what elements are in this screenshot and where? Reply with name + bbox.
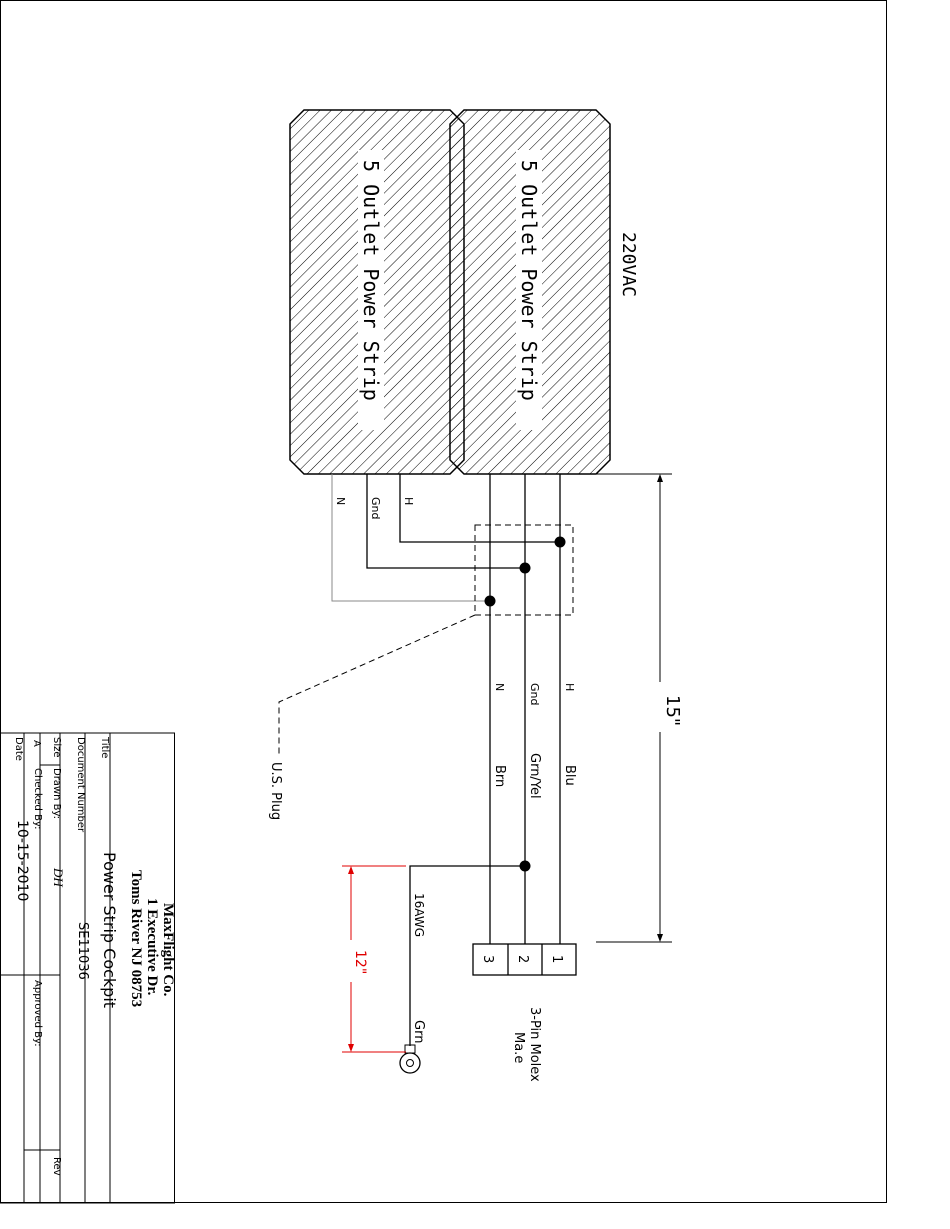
molex-pin-1: 1 (549, 955, 564, 963)
cord-color-brn: Brn (492, 765, 507, 787)
ring-terminal-hole (407, 1060, 414, 1067)
doc-number-label: Document Number (75, 737, 86, 833)
approved-by-label: Approved By: (32, 980, 43, 1047)
strip-upper-label: 5 Outlet Power Strip (517, 160, 541, 401)
doc-number-value: SE11036 (75, 922, 90, 980)
junction-h (555, 537, 566, 548)
ring-terminal-icon (400, 1053, 420, 1073)
rev-label: Rev (51, 1157, 62, 1176)
wire-lower-gnd (367, 474, 525, 568)
ground-gauge-label: 16AWG (412, 893, 426, 937)
company-address-1: 1 Executive Dr. (144, 898, 160, 996)
cord-wire-gnd: Gnd (528, 683, 541, 705)
title-value: Power Strip Cockpit (100, 852, 119, 1008)
wire-lower-h (400, 474, 560, 542)
molex-label-line2: Ma.e (511, 1032, 526, 1063)
drawn-by-label: Drawn By: (51, 768, 62, 819)
wire-lower-n (332, 474, 490, 601)
date-value: 10-15-2010 (14, 820, 30, 901)
checked-by-label: Checked By: (32, 768, 43, 830)
lower-wire-h: H (402, 497, 415, 505)
strip-lower-label: 5 Outlet Power Strip (359, 160, 383, 401)
cord-color-blu: Blu (562, 765, 577, 786)
company-address-2: Toms River NJ 08753 (128, 870, 144, 1007)
size-value: A (31, 740, 42, 747)
date-label: Date (13, 737, 24, 761)
molex-label-line1: 3-Pin Molex (527, 1007, 542, 1082)
us-plug-label: U.S. Plug (268, 762, 283, 820)
molex-pin-3: 3 (480, 955, 495, 963)
title-label: Title (99, 736, 110, 758)
lower-wire-n: N (334, 497, 347, 505)
title-block: MaxFlight Co. 1 Executive Dr. Toms River… (0, 733, 176, 1203)
ring-terminal-neck (405, 1045, 415, 1053)
ground-color-label: Grn (411, 1020, 426, 1043)
junction-n (485, 596, 496, 607)
lower-wire-gnd: Gnd (369, 497, 382, 519)
size-label: Size (51, 737, 62, 758)
drawn-by-value: DH (51, 867, 66, 887)
molex-pin-2: 2 (515, 955, 530, 963)
dim-15-label: 15" (662, 695, 683, 726)
junction-gnd (520, 563, 531, 574)
voltage-label: 220VAC (618, 232, 639, 297)
cord-wire-h: H (563, 683, 576, 691)
us-plug-leader (279, 615, 475, 757)
cord-wire-n: N (493, 683, 506, 691)
dim-12-label: 12" (352, 950, 368, 974)
company-name: MaxFlight Co. (160, 903, 176, 997)
cord-color-grnyel: Grn/Yel (527, 753, 542, 799)
